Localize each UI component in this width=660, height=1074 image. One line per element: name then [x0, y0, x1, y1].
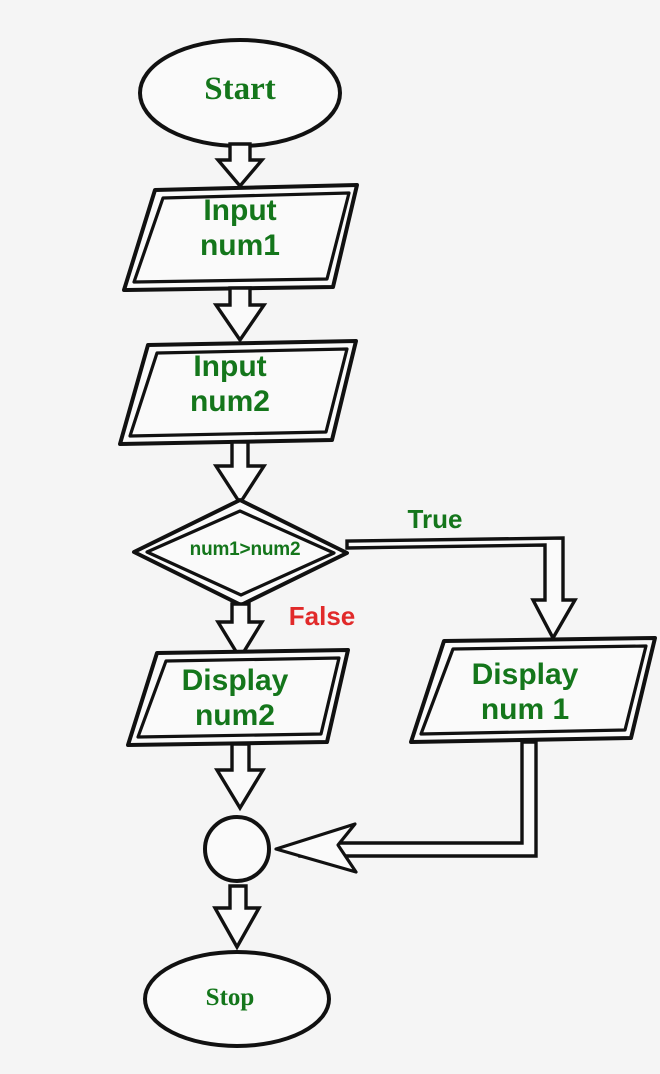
node-start-shape[interactable] [138, 38, 342, 148]
edge-display1-arrowhead [274, 822, 358, 874]
edge-decision-true [345, 536, 578, 642]
node-decision-shape[interactable] [132, 498, 349, 607]
node-decision-shape-inner [145, 509, 336, 597]
edge-input1-to-input2 [212, 286, 268, 344]
edge-display2-to-connector [213, 742, 267, 812]
edge-decision-false [214, 602, 266, 662]
edge-connector-to-stop [212, 884, 262, 951]
edge-start-to-input1 [214, 142, 266, 189]
node-display1-shape[interactable] [409, 636, 657, 744]
node-display2-shape[interactable] [126, 648, 350, 747]
node-display1-shape-inner [419, 644, 648, 736]
node-connector-shape[interactable] [203, 815, 271, 883]
node-input2-shape[interactable] [118, 339, 358, 446]
node-input1-shape-inner [132, 191, 351, 284]
node-input1-shape[interactable] [122, 183, 359, 292]
node-stop-shape[interactable] [143, 950, 331, 1048]
edge-input2-to-decision [212, 440, 268, 507]
node-display2-shape-inner [136, 656, 341, 739]
node-input2-shape-inner [128, 347, 349, 438]
